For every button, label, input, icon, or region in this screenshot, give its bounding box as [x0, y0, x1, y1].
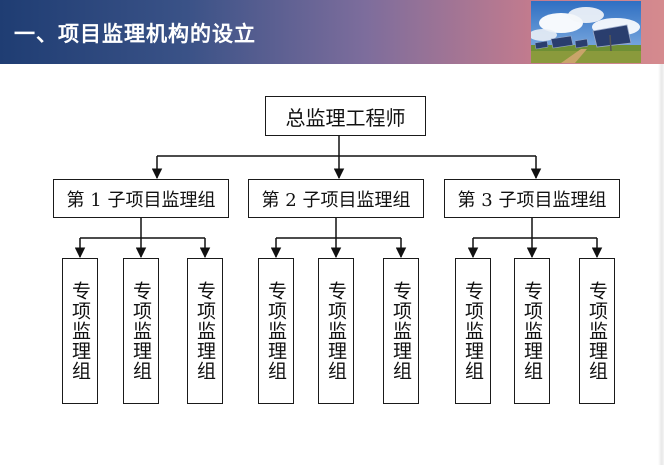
specialty-group-node: 专项监理组 — [514, 258, 550, 404]
specialty-group-node: 专项监理组 — [62, 258, 98, 404]
specialty-group-node: 专项监理组 — [455, 258, 491, 404]
solar-panel-photo — [531, 1, 641, 63]
sub-project-group-3-node: 第 3 子项目监理组 — [444, 179, 620, 218]
specialty-group-node: 专项监理组 — [579, 258, 615, 404]
chief-supervisor-node: 总监理工程师 — [265, 96, 426, 136]
specialty-group-node: 专项监理组 — [258, 258, 294, 404]
slide-title: 一、项目监理机构的设立 — [14, 22, 256, 46]
sub-project-group-1-node: 第 1 子项目监理组 — [53, 179, 229, 218]
right-edge-shadow — [658, 64, 664, 465]
specialty-group-node: 专项监理组 — [318, 258, 354, 404]
specialty-group-node: 专项监理组 — [123, 258, 159, 404]
sub-project-group-2-node: 第 2 子项目监理组 — [248, 179, 424, 218]
specialty-group-node: 专项监理组 — [187, 258, 223, 404]
specialty-group-node: 专项监理组 — [383, 258, 419, 404]
